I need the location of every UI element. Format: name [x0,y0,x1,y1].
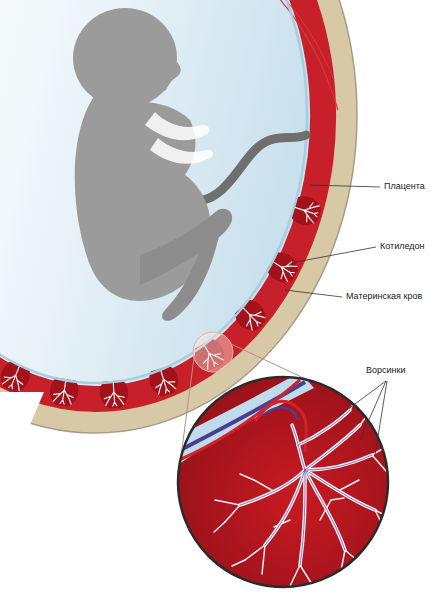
amniotic-sac [0,0,335,411]
uterus-section [0,0,357,433]
part-label: Плацента [384,181,425,192]
villi-closeup [160,370,400,600]
chorion-membrane [0,0,307,383]
placenta-band [0,0,323,399]
fetus-silhouette [73,8,306,321]
part-label: Котиледон [380,241,425,252]
umbilical-cord [185,135,306,201]
membrane-line [262,0,338,110]
uterine-wall [0,0,357,433]
part-label: Материнская кров [346,291,422,302]
closeup-ring [178,377,388,587]
part-label: Ворсинки [366,365,405,376]
membrane-line [255,0,334,80]
leader-lines [285,185,387,455]
